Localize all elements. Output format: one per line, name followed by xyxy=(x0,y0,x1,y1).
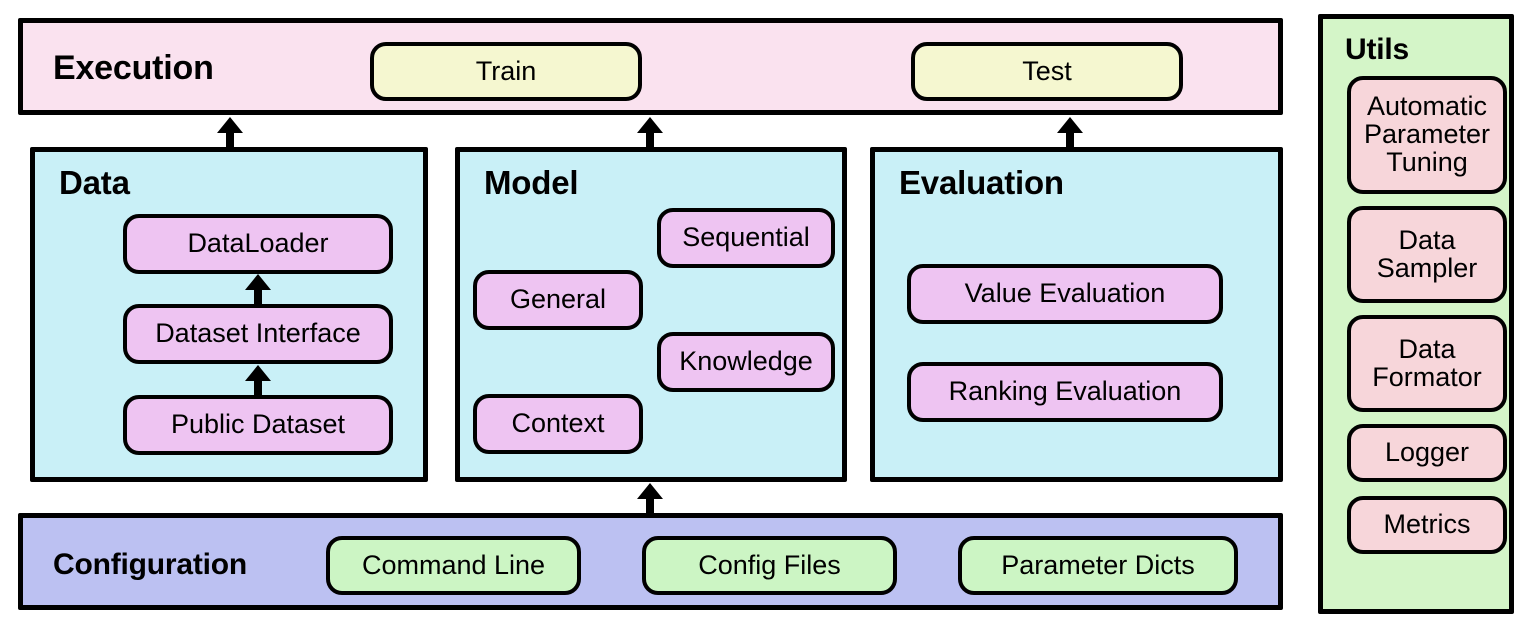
arrow-shaft xyxy=(254,285,262,304)
arrow-configuration-to-model xyxy=(637,483,663,513)
utils-node-logger[interactable]: Logger xyxy=(1347,424,1507,482)
evaluation-node-ranking-evaluation[interactable]: Ranking Evaluation xyxy=(907,362,1223,422)
utils-node-data-formator[interactable]: Data Formator xyxy=(1347,315,1507,412)
arrow-model-to-execution xyxy=(637,117,663,147)
model-panel-title: Model xyxy=(484,164,579,201)
model-panel: Model Sequential General Knowledge Conte… xyxy=(455,147,847,482)
data-node-public-dataset[interactable]: Public Dataset xyxy=(123,395,393,455)
execution-node-train[interactable]: Train xyxy=(370,42,642,101)
arrow-head-icon xyxy=(637,117,663,133)
data-panel: Data DataLoader Dataset Interface Public… xyxy=(30,147,428,482)
arrow-evaluation-to-execution xyxy=(1057,117,1083,147)
data-node-dataset-interface[interactable]: Dataset Interface xyxy=(123,304,393,364)
utils-panel: Utils Automatic Parameter Tuning Data Sa… xyxy=(1318,14,1514,614)
execution-panel: Execution Train Test xyxy=(18,18,1283,115)
model-node-general[interactable]: General xyxy=(473,270,643,330)
arrow-shaft xyxy=(1066,128,1074,147)
evaluation-panel-title: Evaluation xyxy=(899,164,1064,201)
configuration-node-config-files[interactable]: Config Files xyxy=(642,536,897,595)
arrow-head-icon xyxy=(1057,117,1083,133)
execution-node-test[interactable]: Test xyxy=(911,42,1183,101)
arrow-data-to-execution xyxy=(217,117,243,147)
arrow-head-icon xyxy=(217,117,243,133)
model-node-knowledge[interactable]: Knowledge xyxy=(657,332,835,392)
configuration-panel: Configuration Command Line Config Files … xyxy=(18,513,1283,610)
arrow-shaft xyxy=(254,376,262,395)
evaluation-node-value-evaluation[interactable]: Value Evaluation xyxy=(907,264,1223,324)
arrow-dataset-interface-to-dataloader xyxy=(245,274,271,304)
execution-panel-title: Execution xyxy=(53,49,214,87)
utils-node-data-sampler[interactable]: Data Sampler xyxy=(1347,206,1507,303)
data-panel-title: Data xyxy=(59,164,130,201)
configuration-node-command-line[interactable]: Command Line xyxy=(326,536,581,595)
utils-node-metrics[interactable]: Metrics xyxy=(1347,496,1507,554)
configuration-panel-title: Configuration xyxy=(53,548,248,581)
arrow-public-dataset-to-dataset-interface xyxy=(245,365,271,395)
arrow-shaft xyxy=(646,128,654,147)
arrow-head-icon xyxy=(245,365,271,381)
evaluation-panel: Evaluation Value Evaluation Ranking Eval… xyxy=(870,147,1283,482)
arrow-head-icon xyxy=(637,483,663,499)
utils-node-automatic-parameter-tuning[interactable]: Automatic Parameter Tuning xyxy=(1347,76,1507,194)
arrow-head-icon xyxy=(245,274,271,290)
arrow-shaft xyxy=(226,128,234,147)
configuration-node-parameter-dicts[interactable]: Parameter Dicts xyxy=(958,536,1238,595)
utils-panel-title: Utils xyxy=(1345,33,1410,66)
model-node-context[interactable]: Context xyxy=(473,394,643,454)
data-node-dataloader[interactable]: DataLoader xyxy=(123,214,393,274)
arrow-shaft xyxy=(646,494,654,513)
model-node-sequential[interactable]: Sequential xyxy=(657,208,835,268)
